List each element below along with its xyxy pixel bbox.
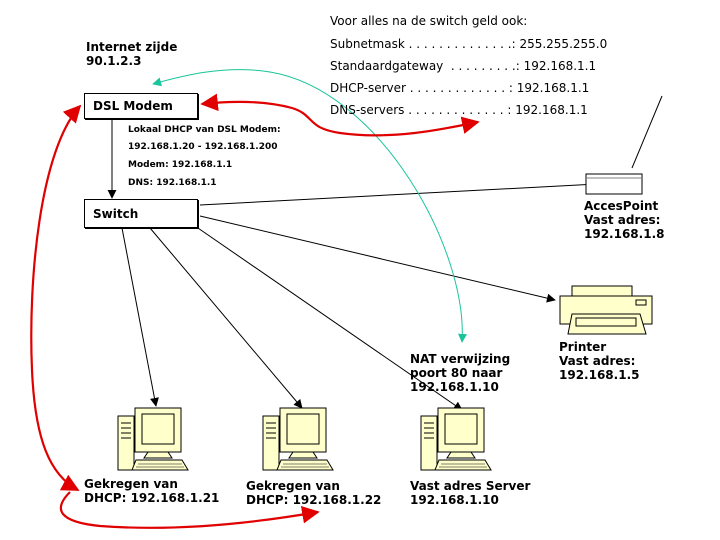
modem-dhcp-title: Lokaal DHCP van DSL Modem: xyxy=(128,125,281,135)
dhcp-left-arrow xyxy=(30,104,82,491)
modem-dns: DNS: 192.168.1.1 xyxy=(128,178,217,188)
nat-line2: poort 80 naar xyxy=(410,366,503,380)
switch-printer-link xyxy=(199,215,556,303)
switch-pc2-link xyxy=(149,227,303,409)
switch-box: Switch xyxy=(84,199,198,228)
nat-forward-arrow xyxy=(152,69,468,343)
dsl-modem-label: DSL Modem xyxy=(93,99,173,113)
pc1-line1: Gekregen van xyxy=(84,477,178,491)
switch-pc1-link xyxy=(121,227,159,407)
computer-icon xyxy=(117,407,189,471)
dhcp-bottom-arrow xyxy=(59,491,320,529)
access-point-icon xyxy=(585,95,663,195)
modem-settings-arrow xyxy=(200,93,480,137)
dhcp-server-line: DHCP-server . . . . . . . . . . . . . : … xyxy=(330,81,590,95)
printer-ip: 192.168.1.5 xyxy=(559,368,640,382)
nat-line3: 192.168.1.10 xyxy=(410,380,499,394)
internet-side-title: Internet zijde xyxy=(86,40,178,54)
switch-label: Switch xyxy=(93,207,139,221)
printer-name: Printer xyxy=(559,340,607,354)
switch-info-title: Voor alles na de switch geld ook: xyxy=(330,14,528,28)
modem-ip: Modem: 192.168.1.1 xyxy=(128,160,233,170)
dsl-modem-box: DSL Modem xyxy=(84,93,198,119)
pc2-line2: DHCP: 192.168.1.22 xyxy=(246,493,382,507)
pc1-line2: DHCP: 192.168.1.21 xyxy=(84,491,220,505)
dns-servers-line: DNS-servers . . . . . . . . . . . . . : … xyxy=(330,103,588,117)
computer-icon xyxy=(420,407,492,471)
printer-icon xyxy=(559,285,653,335)
nat-line1: NAT verwijzing xyxy=(410,352,511,366)
pc2-line1: Gekregen van xyxy=(246,479,340,493)
printer-type: Vast adres: xyxy=(559,354,636,368)
accesspoint-name: AccesPoint xyxy=(584,199,659,213)
accesspoint-ip: 192.168.1.8 xyxy=(584,227,665,241)
gateway-line: Standaardgateway . . . . . . . . .: 192.… xyxy=(330,59,597,73)
server-line1: Vast adres Server xyxy=(410,479,531,493)
modem-dhcp-range: 192.168.1.20 - 192.168.1.200 xyxy=(128,142,278,152)
internet-ip: 90.1.2.3 xyxy=(86,54,142,68)
subnetmask-line: Subnetmask . . . . . . . . . . . . . .: … xyxy=(330,37,608,51)
switch-accesspoint-link xyxy=(199,179,598,206)
computer-icon xyxy=(262,407,334,471)
server-line2: 192.168.1.10 xyxy=(410,493,499,507)
accesspoint-type: Vast adres: xyxy=(584,213,661,227)
